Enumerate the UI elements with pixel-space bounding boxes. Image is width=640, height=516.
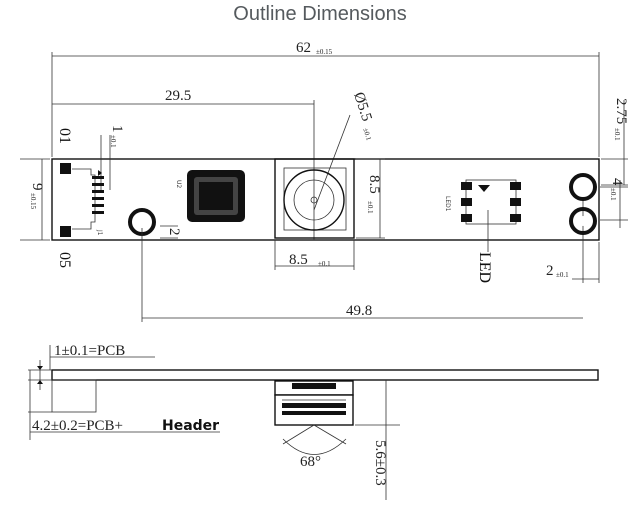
side-pcb <box>51 369 599 381</box>
dim-pcb-header-prefix: 4.2±0.2=PCB+ <box>32 418 123 434</box>
dim-board-height-tol: ±0.15 <box>29 193 37 210</box>
dim-total-tol: ±0.15 <box>316 48 333 56</box>
dim-camera-height: 5.6±0.3 <box>372 440 388 486</box>
side-camera <box>274 380 354 426</box>
dim-lens-offset: 29.5 <box>165 88 191 104</box>
dim-module-height-tol: ±0.1 <box>366 201 374 214</box>
silk-j1: J1 <box>96 229 103 236</box>
dim-module-height: 8.5 <box>366 175 382 194</box>
camera-module <box>274 158 355 239</box>
dim-board-height: 9 <box>29 183 45 191</box>
chip-u2 <box>187 170 245 222</box>
mount-hole-right-top <box>569 173 597 201</box>
side-header <box>51 379 97 413</box>
header-connector <box>60 163 104 237</box>
dim-lens-diameter: Ø5.5 <box>350 90 374 123</box>
silk-u2: U2 <box>175 180 182 188</box>
dim-header-margin-tol: ±0.1 <box>109 135 117 148</box>
dim-header-margin: 1 <box>109 125 125 133</box>
dim-right-275: 2.75 <box>613 98 629 124</box>
pin-label-top: 01 <box>56 128 73 144</box>
dim-lens-diameter-tol: ±0.1 <box>361 127 373 142</box>
dim-angle: 68° <box>300 454 321 470</box>
dim-hole-to-hole: 49.8 <box>346 303 372 319</box>
mount-hole-right-bottom <box>569 207 597 235</box>
page-title: Outline Dimensions <box>233 3 407 25</box>
dim-hole-spacing: 4 <box>609 178 625 186</box>
led-label: LED <box>476 252 493 283</box>
dim-hole-spacing-tol: ±0.1 <box>609 188 617 201</box>
dim-total: 62 <box>296 40 311 56</box>
dim-module-width-tol: ±0.1 <box>318 260 331 268</box>
dim-hole-offset-tol: ±0.1 <box>556 271 569 279</box>
dim-pcb-header-bold: Header <box>162 418 219 434</box>
led-package <box>461 179 521 225</box>
dim-right-275-tol: ±0.1 <box>613 128 621 141</box>
dim-left-hole-gap: 2 <box>166 228 182 236</box>
pin-label-bottom: 05 <box>56 252 73 268</box>
silk-led1: LED1 <box>444 196 451 212</box>
dim-module-width: 8.5 <box>289 252 308 268</box>
dim-hole-offset: 2 <box>546 263 554 279</box>
dim-pcb-thickness: 1±0.1=PCB <box>54 343 125 359</box>
